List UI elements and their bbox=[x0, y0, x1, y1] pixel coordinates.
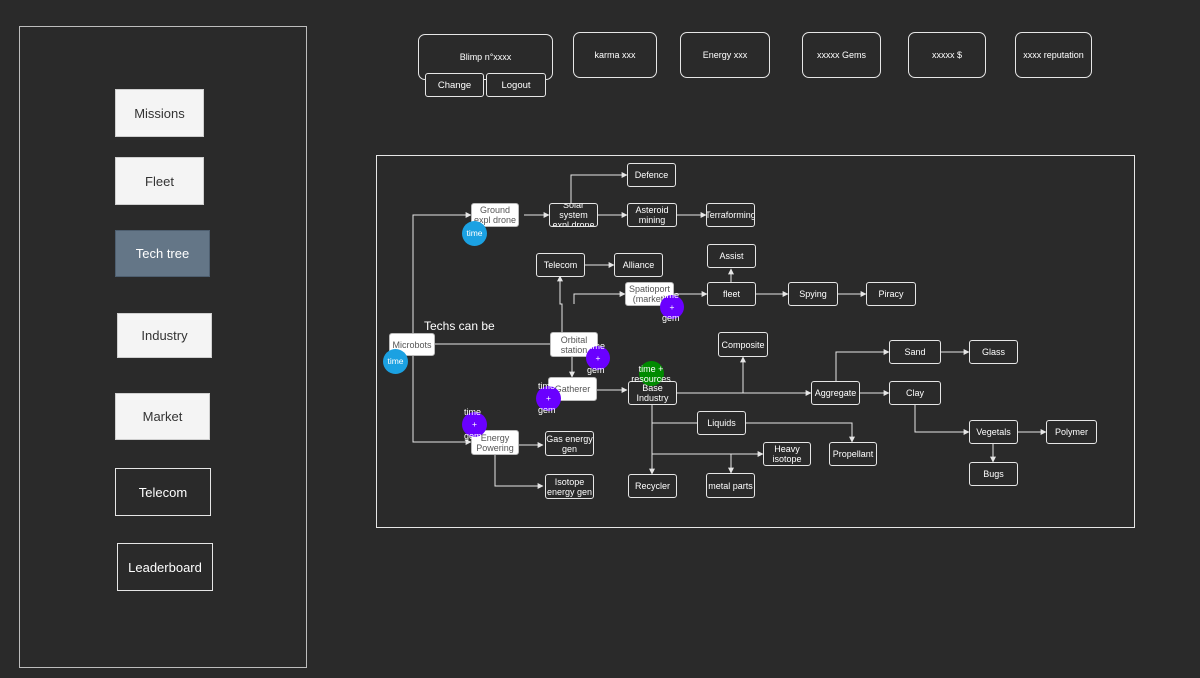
node-base-industry[interactable]: Base Industry bbox=[628, 381, 677, 405]
node-heavy-isotope[interactable]: Heavy isotope bbox=[763, 442, 811, 466]
node-clay[interactable]: Clay bbox=[889, 381, 941, 405]
tech-tree-links bbox=[409, 172, 1047, 489]
energy-box: Energy xxx bbox=[680, 32, 770, 78]
node-sand[interactable]: Sand bbox=[889, 340, 941, 364]
node-solar-system-expl-drone[interactable]: Solar system expl drone bbox=[549, 203, 598, 227]
change-button[interactable]: Change bbox=[425, 73, 484, 97]
node-polymer[interactable]: Polymer bbox=[1046, 420, 1097, 444]
node-gas-energy-gen[interactable]: Gas energy gen bbox=[545, 431, 594, 456]
cost-label-gem: gem bbox=[662, 313, 680, 323]
cost-badge-time: time bbox=[462, 221, 487, 246]
node-glass[interactable]: Glass bbox=[969, 340, 1018, 364]
cost-label-time-resources: time + resources bbox=[631, 364, 671, 384]
node-ground-expl-drone[interactable]: Ground expl drone bbox=[471, 203, 519, 227]
blimp-box: Blimp n°xxxx bbox=[418, 34, 553, 80]
cost-badge-time: time bbox=[383, 349, 408, 374]
cost-label-time: time bbox=[538, 381, 556, 391]
node-bugs[interactable]: Bugs bbox=[969, 462, 1018, 486]
cost-label-time: time bbox=[588, 341, 606, 351]
tech-tree-panel: Techs can be Microbots Ground expl drone… bbox=[376, 155, 1135, 528]
sidebar-item-fleet[interactable]: Fleet bbox=[115, 157, 204, 205]
node-telecom[interactable]: Telecom bbox=[536, 253, 585, 277]
node-aggregate[interactable]: Aggregate bbox=[811, 381, 860, 405]
node-metal-parts[interactable]: metal parts bbox=[706, 473, 755, 498]
node-assist[interactable]: Assist bbox=[707, 244, 756, 268]
sidebar-item-tech-tree[interactable]: Tech tree bbox=[115, 230, 210, 277]
sidebar-item-leaderboard[interactable]: Leaderboard bbox=[117, 543, 213, 591]
reputation-box: xxxx reputation bbox=[1015, 32, 1092, 78]
cost-label-gem: gem bbox=[464, 431, 482, 441]
tech-note: Techs can be bbox=[424, 319, 495, 333]
blimp-name: Blimp n°xxxx bbox=[459, 52, 512, 62]
node-fleet[interactable]: fleet bbox=[707, 282, 756, 306]
cost-label-time: time bbox=[464, 407, 482, 417]
sidebar-item-missions[interactable]: Missions bbox=[115, 89, 204, 137]
cost-badge-gem: + bbox=[586, 346, 610, 370]
cost-badge-gem: + bbox=[536, 386, 561, 411]
cost-badge-gem: + bbox=[660, 295, 684, 319]
node-isotope-energy-gen[interactable]: Isotope energy gen bbox=[545, 474, 594, 499]
gems-box: xxxxx Gems bbox=[802, 32, 881, 78]
cost-label-gem: gem bbox=[587, 365, 605, 375]
node-spying[interactable]: Spying bbox=[788, 282, 838, 306]
sidebar-item-telecom[interactable]: Telecom bbox=[115, 468, 211, 516]
node-propellant[interactable]: Propellant bbox=[829, 442, 877, 466]
node-piracy[interactable]: Piracy bbox=[866, 282, 916, 306]
node-asteroid-mining[interactable]: Asteroid mining bbox=[627, 203, 677, 227]
node-liquids[interactable]: Liquids bbox=[697, 411, 746, 435]
node-terraforming[interactable]: Terraforming bbox=[706, 203, 755, 227]
money-box: xxxxx $ bbox=[908, 32, 986, 78]
node-recycler[interactable]: Recycler bbox=[628, 474, 677, 498]
sidebar-item-industry[interactable]: Industry bbox=[117, 313, 212, 358]
karma-box: karma xxx bbox=[573, 32, 657, 78]
cost-label-gem: gem bbox=[538, 405, 556, 415]
cost-label-time: time bbox=[662, 290, 680, 300]
cost-badge-resources bbox=[639, 361, 664, 386]
sidebar: Missions Fleet Tech tree Industry Market… bbox=[19, 26, 307, 668]
sidebar-item-market[interactable]: Market bbox=[115, 393, 210, 440]
node-alliance[interactable]: Alliance bbox=[614, 253, 663, 277]
cost-badge-gem: + bbox=[462, 412, 487, 437]
logout-button[interactable]: Logout bbox=[486, 73, 546, 97]
node-defence[interactable]: Defence bbox=[627, 163, 676, 187]
node-vegetals[interactable]: Vegetals bbox=[969, 420, 1018, 444]
node-composite[interactable]: Composite bbox=[718, 332, 768, 357]
